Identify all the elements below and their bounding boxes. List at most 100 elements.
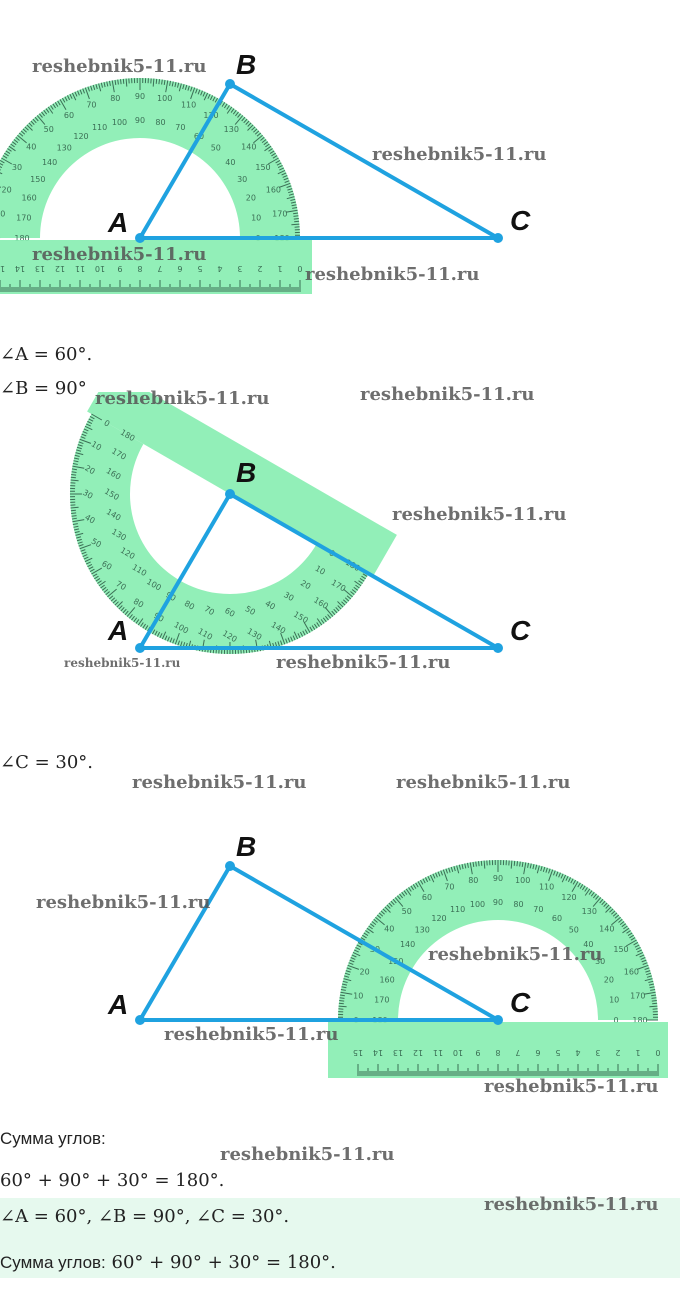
protractor-tick bbox=[91, 567, 103, 575]
protractor-inner-label: 70 bbox=[533, 905, 543, 914]
protractor-tick bbox=[7, 148, 12, 152]
protractor-tick bbox=[303, 621, 311, 633]
protractor-tick bbox=[2, 155, 8, 159]
protractor-tick bbox=[642, 962, 648, 965]
protractor-tick bbox=[435, 872, 438, 878]
protractor-tick bbox=[70, 482, 76, 484]
protractor-inner-label: 170 bbox=[16, 214, 31, 223]
protractor-tick bbox=[221, 102, 226, 107]
protractor-tick bbox=[112, 599, 118, 604]
protractor-tick bbox=[304, 629, 308, 635]
protractor-tick bbox=[346, 595, 352, 600]
protractor-tick bbox=[135, 619, 140, 624]
watermark: reshebnik5-11.ru bbox=[32, 244, 207, 265]
protractor-tick bbox=[337, 605, 342, 610]
protractor-outer-label: 180 bbox=[632, 1016, 647, 1025]
protractor-tick bbox=[70, 498, 76, 501]
protractor-tick bbox=[348, 962, 354, 965]
protractor-tick bbox=[571, 881, 579, 893]
protractor-tick bbox=[519, 861, 521, 867]
ruler-label: 5 bbox=[197, 264, 202, 273]
protractor-tick bbox=[80, 549, 86, 552]
protractor-tick bbox=[629, 934, 634, 939]
protractor-tick bbox=[0, 166, 3, 169]
protractor-tick bbox=[110, 597, 116, 602]
protractor-tick bbox=[342, 599, 348, 604]
protractor-tick bbox=[521, 861, 524, 867]
protractor-tick bbox=[200, 90, 203, 96]
protractor-inner-label: 50 bbox=[211, 144, 221, 153]
protractor-outer-label: 100 bbox=[157, 94, 172, 103]
protractor-tick bbox=[76, 536, 82, 539]
protractor-tick bbox=[548, 868, 551, 874]
protractor-tick bbox=[74, 528, 80, 531]
protractor-outer-label: 40 bbox=[384, 925, 394, 934]
protractor-inner-label: 20 bbox=[246, 194, 256, 203]
protractor-tick bbox=[103, 589, 109, 593]
protractor-outer-label: 20 bbox=[83, 463, 96, 476]
protractor-tick bbox=[171, 81, 174, 87]
protractor-tick bbox=[131, 615, 135, 621]
answer-angles: ∠A = 60°, ∠B = 90°, ∠C = 30°. bbox=[0, 1206, 290, 1227]
protractor-tick bbox=[81, 433, 87, 437]
protractor-tick bbox=[70, 506, 79, 509]
protractor-tick bbox=[343, 588, 353, 598]
protractor-tick bbox=[344, 597, 350, 602]
vertex-b bbox=[225, 489, 235, 499]
protractor-tick bbox=[651, 994, 657, 997]
protractor-tick bbox=[359, 577, 365, 582]
protractor-tick bbox=[371, 921, 377, 925]
protractor-tick bbox=[158, 79, 160, 85]
protractor-tick bbox=[651, 997, 657, 999]
protractor-tick bbox=[588, 890, 593, 895]
protractor-tick bbox=[347, 964, 360, 970]
protractor-tick bbox=[290, 201, 297, 204]
protractor-1: 0180101702016030150401405013060120701108… bbox=[0, 77, 301, 243]
ruler-label: 4 bbox=[575, 1048, 580, 1057]
watermark: reshebnik5-11.ru bbox=[220, 1144, 395, 1165]
protractor-tick bbox=[264, 145, 272, 152]
protractor-tick bbox=[437, 871, 441, 877]
protractor-tick bbox=[415, 882, 419, 888]
protractor-tick bbox=[337, 601, 344, 608]
protractor-tick bbox=[172, 638, 175, 644]
protractor-tick bbox=[155, 78, 158, 84]
protractor-tick bbox=[384, 906, 391, 913]
protractor-tick bbox=[472, 861, 475, 867]
protractor-tick bbox=[358, 580, 363, 584]
protractor-inner-label: 140 bbox=[400, 940, 415, 949]
protractor-tick bbox=[285, 638, 288, 644]
protractor-inner-label: 140 bbox=[42, 158, 57, 167]
protractor-tick bbox=[284, 180, 290, 183]
protractor-outer-label: 100 bbox=[515, 876, 530, 885]
protractor-inner-label: 20 bbox=[604, 976, 614, 985]
protractor-tick bbox=[77, 444, 83, 447]
protractor-tick bbox=[97, 580, 102, 584]
protractor-tick bbox=[88, 418, 94, 422]
protractor-tick bbox=[355, 946, 361, 951]
protractor-tick bbox=[313, 623, 318, 629]
protractor-tick bbox=[98, 83, 102, 92]
protractor-tick bbox=[235, 111, 239, 117]
protractor-tick bbox=[41, 111, 45, 117]
ruler-label: 14 bbox=[15, 264, 25, 273]
protractor-outer-label: 50 bbox=[90, 537, 103, 550]
protractor-tick bbox=[475, 861, 477, 867]
ruler-label: 9 bbox=[475, 1048, 480, 1057]
ruler-label: 0 bbox=[655, 1048, 660, 1057]
protractor-tick bbox=[643, 991, 656, 995]
ruler-label: 6 bbox=[535, 1048, 540, 1057]
protractor-outer-label: 40 bbox=[83, 513, 96, 526]
protractor-tick bbox=[577, 882, 581, 888]
protractor-tick bbox=[73, 457, 80, 460]
protractor-inner-label: 90 bbox=[135, 116, 145, 125]
protractor-outer-label: 80 bbox=[132, 597, 145, 610]
protractor-tick bbox=[635, 946, 641, 951]
protractor-tick bbox=[355, 584, 360, 589]
protractor-tick bbox=[561, 874, 567, 883]
protractor-tick bbox=[630, 937, 636, 941]
protractor-tick bbox=[287, 188, 293, 191]
